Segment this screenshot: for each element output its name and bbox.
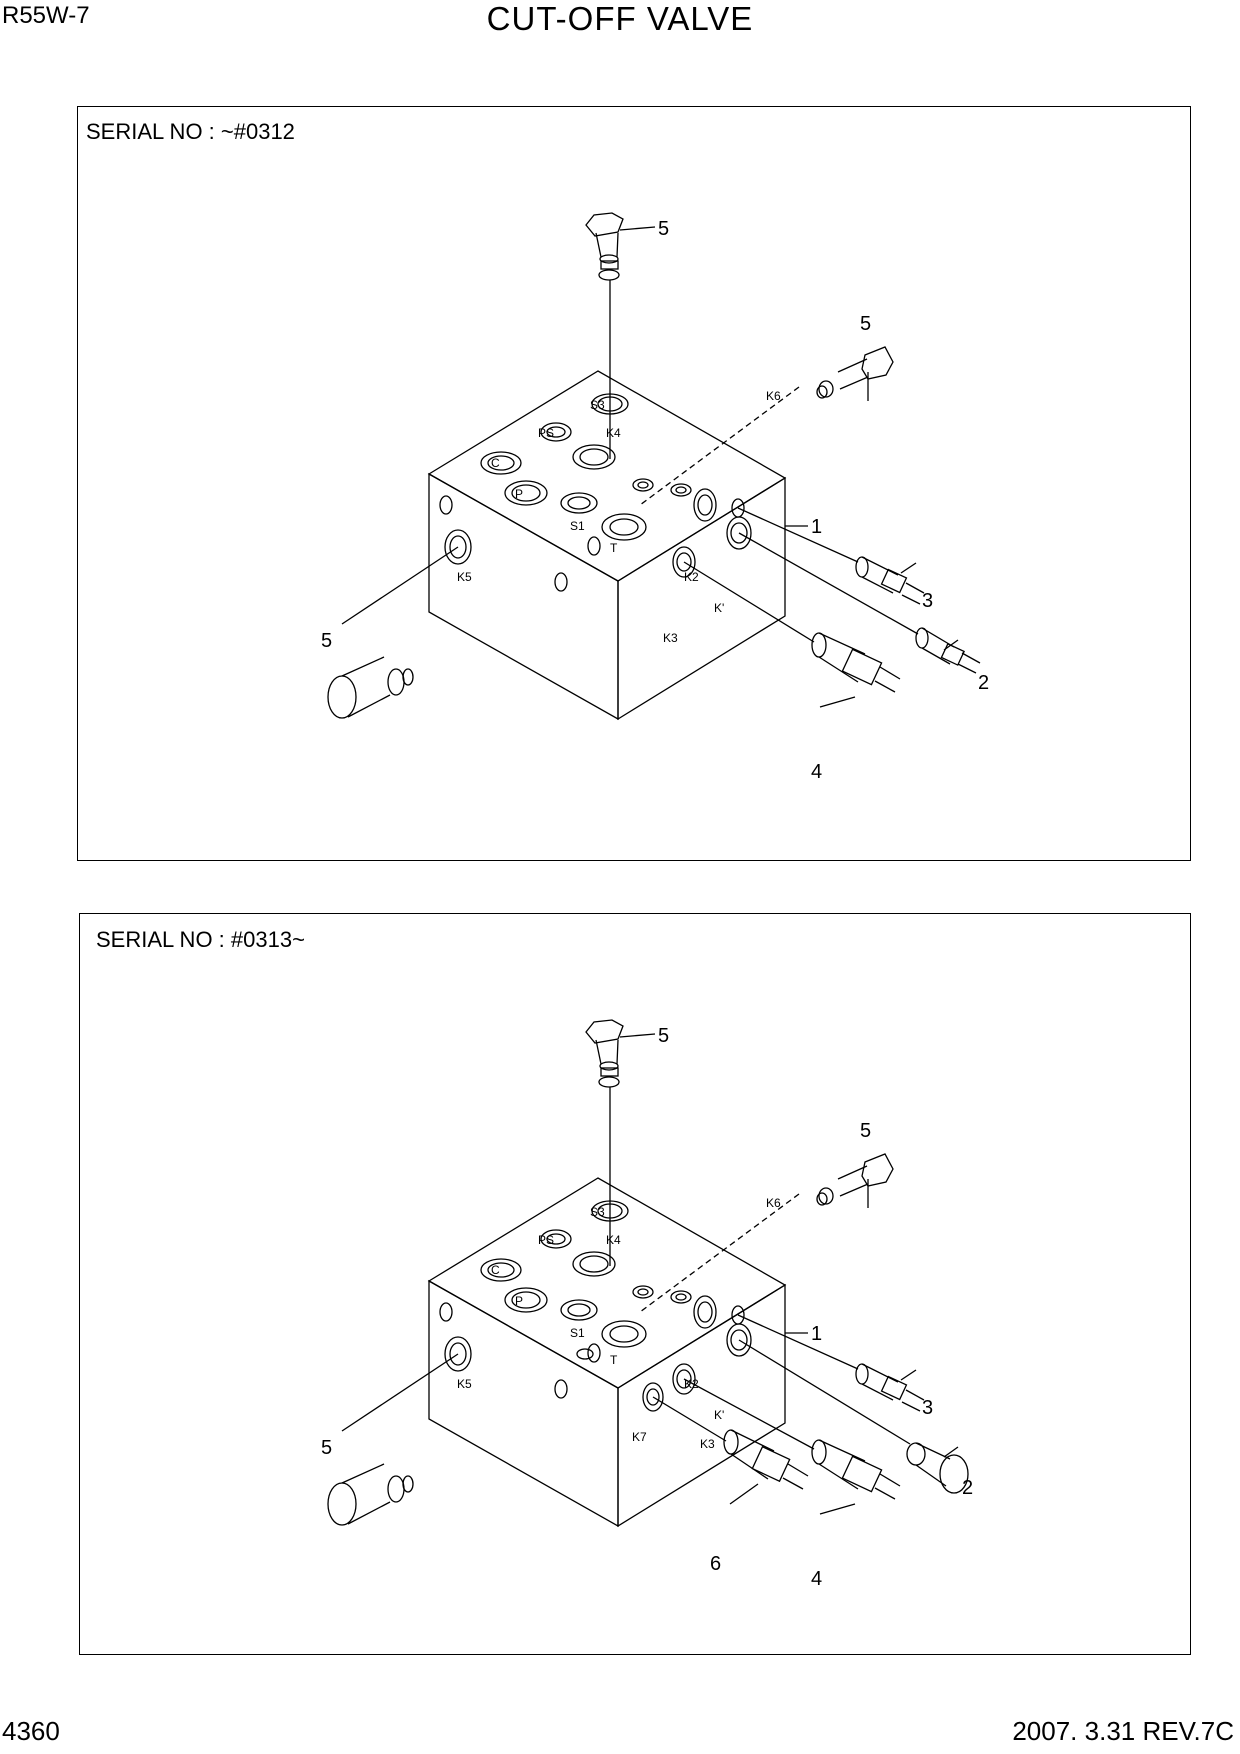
callout-5-top: 5 bbox=[658, 1025, 669, 1047]
callout-1: 1 bbox=[811, 516, 822, 538]
plug-2 bbox=[906, 1442, 969, 1494]
callout-3: 3 bbox=[922, 590, 933, 612]
callout-5-right: 5 bbox=[860, 313, 871, 335]
callout-5-right: 5 bbox=[860, 1120, 871, 1142]
valve-exploded-view: S3 PS K4 C P S1 T K6 K5 K2 K' K3 5 5 1 5… bbox=[321, 212, 989, 783]
callout-2: 2 bbox=[962, 1477, 973, 1499]
port-k4-hole bbox=[572, 1251, 616, 1277]
port-label-t: T bbox=[610, 1353, 618, 1367]
port-label-s3: S3 bbox=[590, 398, 605, 412]
cartridge-3 bbox=[855, 556, 925, 605]
port-label-k4: K4 bbox=[606, 1233, 621, 1247]
port-k2-hole bbox=[693, 488, 717, 522]
serial-range-label: SERIAL NO : #0313~ bbox=[96, 927, 305, 952]
port-label-k4: K4 bbox=[606, 426, 621, 440]
diagram-panel-2: SERIAL NO : #0313~ bbox=[79, 913, 1191, 1655]
port-label-k7: K7 bbox=[632, 1430, 647, 1444]
port-k7-hole bbox=[642, 1382, 664, 1412]
cartridge-2 bbox=[915, 627, 981, 674]
port-k3-hole bbox=[672, 546, 696, 578]
port-k5-hole bbox=[444, 1336, 472, 1372]
port-label-p: P bbox=[515, 1294, 523, 1308]
port-t-hole bbox=[601, 513, 647, 541]
callout-1: 1 bbox=[811, 1323, 822, 1345]
plug-top bbox=[585, 1019, 624, 1088]
valve-exploded-view: S3 PS K4 C P S1 T K6 K5 K2 K' K3 K7 5 5 … bbox=[321, 1019, 973, 1590]
port-label-ps: PS bbox=[538, 1233, 554, 1247]
port-label-k3: K3 bbox=[663, 631, 678, 645]
port-label-k6: K6 bbox=[766, 389, 781, 403]
port-c-hole bbox=[480, 1258, 522, 1282]
port-label-c: C bbox=[491, 1263, 500, 1277]
port-k4-hole bbox=[572, 444, 616, 470]
port-label-s1: S1 bbox=[570, 1326, 585, 1340]
serial-range-label: SERIAL NO : ~#0312 bbox=[86, 119, 295, 144]
cartridge-4 bbox=[811, 632, 901, 693]
port-p-hole bbox=[504, 480, 548, 506]
plug-left bbox=[327, 656, 414, 719]
port-label-c: C bbox=[491, 456, 500, 470]
port-label-p: P bbox=[515, 487, 523, 501]
page-title: CUT-OFF VALVE bbox=[486, 0, 754, 37]
callout-5-top: 5 bbox=[658, 218, 669, 240]
port-label-s1: S1 bbox=[570, 519, 585, 533]
port-c-hole bbox=[480, 451, 522, 475]
port-label-k2: K2 bbox=[684, 570, 699, 584]
port-label-k3: K3 bbox=[700, 1437, 715, 1451]
port-k1-hole bbox=[726, 1323, 752, 1357]
port-label-ps: PS bbox=[538, 426, 554, 440]
port-s1-hole bbox=[560, 1299, 598, 1321]
callout-5-left: 5 bbox=[321, 630, 332, 652]
model-number: R55W-7 bbox=[2, 2, 90, 29]
plug-right bbox=[816, 346, 894, 399]
port-label-t: T bbox=[610, 541, 618, 555]
port-label-k2: K2 bbox=[684, 1377, 699, 1391]
cartridge-3 bbox=[855, 1363, 925, 1412]
port-ps-hole bbox=[540, 422, 572, 442]
port-label-k1: K' bbox=[714, 601, 724, 615]
port-label-k5: K5 bbox=[457, 570, 472, 584]
port-k5-hole bbox=[444, 529, 472, 565]
plug-top bbox=[585, 212, 624, 281]
port-k2-hole bbox=[693, 1295, 717, 1329]
port-ps-hole bbox=[540, 1229, 572, 1249]
callout-4: 4 bbox=[811, 1568, 822, 1590]
revision-date: 2007. 3.31 REV.7C bbox=[1012, 1716, 1234, 1746]
plug-right bbox=[816, 1153, 894, 1206]
port-p-hole bbox=[504, 1287, 548, 1313]
port-k1-hole bbox=[726, 516, 752, 550]
callout-3: 3 bbox=[922, 1397, 933, 1419]
cartridge-6 bbox=[723, 1429, 809, 1490]
port-k3-hole bbox=[672, 1363, 696, 1395]
callout-5-left: 5 bbox=[321, 1437, 332, 1459]
callout-2: 2 bbox=[978, 672, 989, 694]
page-number: 4360 bbox=[2, 1716, 60, 1746]
port-label-s3: S3 bbox=[590, 1205, 605, 1219]
plug-left bbox=[327, 1463, 414, 1526]
port-label-k1: K' bbox=[714, 1408, 724, 1422]
cartridge-4 bbox=[811, 1439, 901, 1500]
diagram-panel-1: SERIAL NO : ~#0312 bbox=[77, 106, 1191, 861]
port-t-hole bbox=[601, 1320, 647, 1348]
port-label-k6: K6 bbox=[766, 1196, 781, 1210]
port-s1-hole bbox=[560, 492, 598, 514]
port-label-k5: K5 bbox=[457, 1377, 472, 1391]
callout-4: 4 bbox=[811, 761, 822, 783]
callout-6: 6 bbox=[710, 1553, 721, 1575]
